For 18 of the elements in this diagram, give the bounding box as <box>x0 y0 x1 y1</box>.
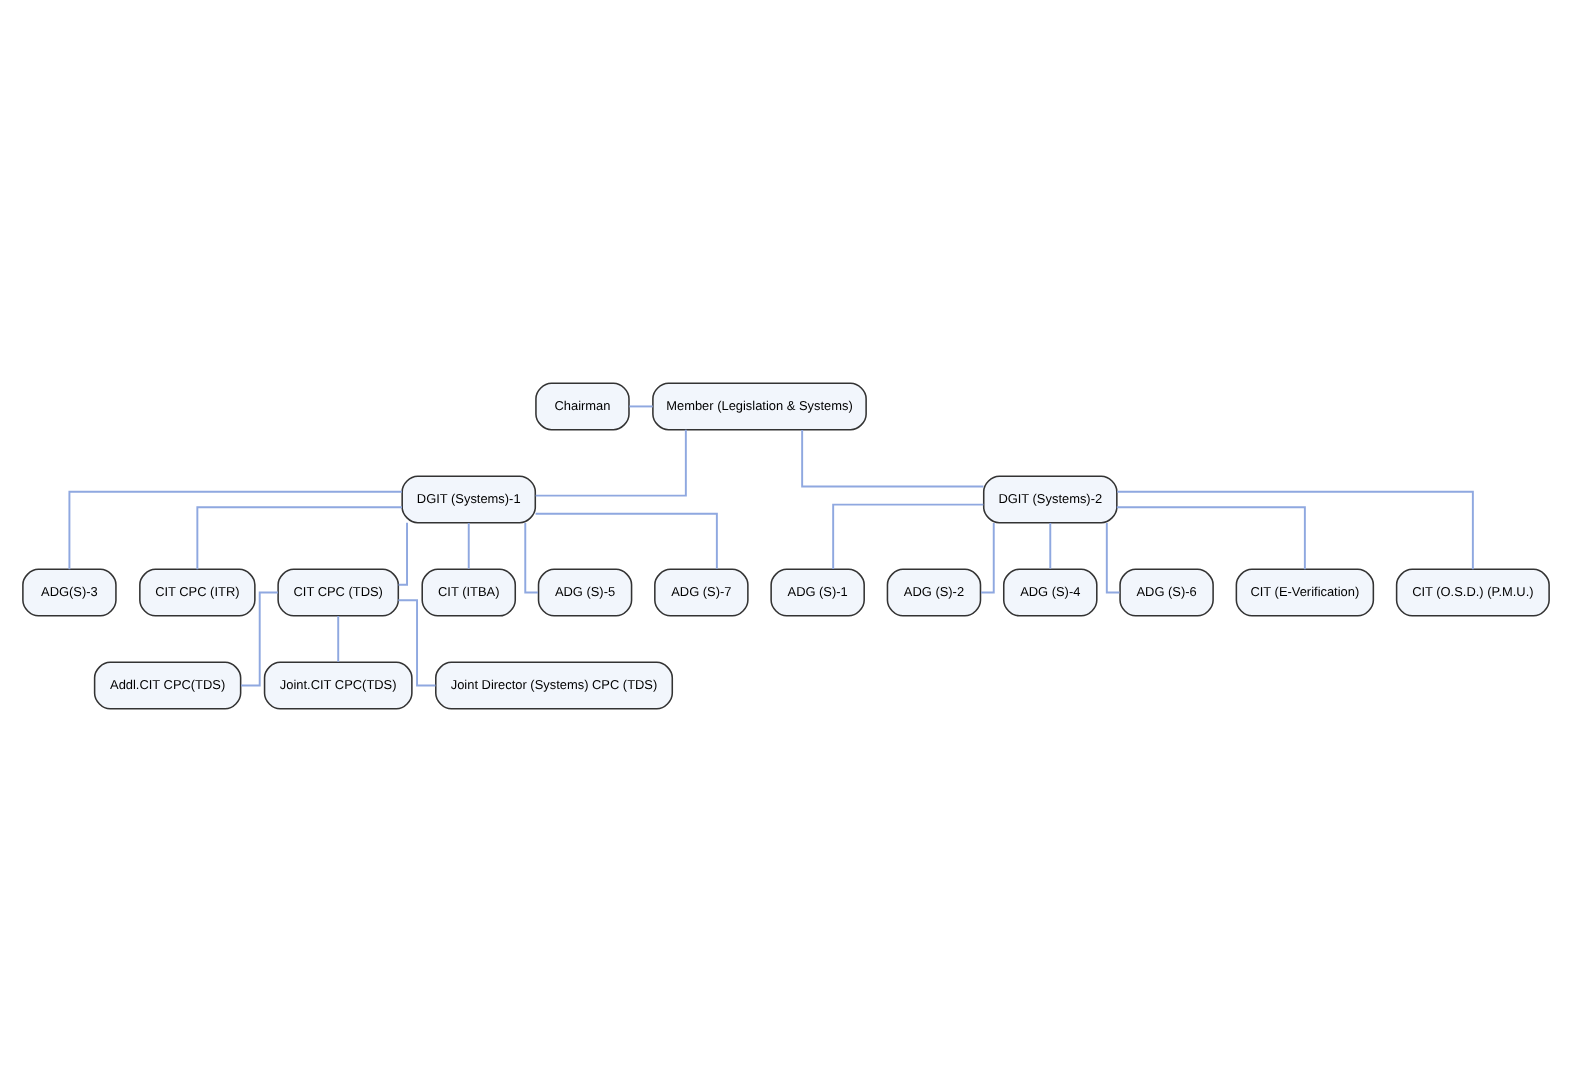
connector <box>397 520 408 585</box>
connector <box>534 427 687 496</box>
connector <box>240 590 279 686</box>
connector <box>534 511 718 569</box>
connector <box>68 489 403 570</box>
connector <box>524 521 539 593</box>
connector <box>801 428 985 487</box>
connector <box>628 404 654 407</box>
connector <box>397 598 437 686</box>
connector <box>1105 521 1121 593</box>
connector <box>196 505 403 570</box>
connector <box>467 521 470 569</box>
connector <box>832 502 985 569</box>
connector <box>980 521 995 593</box>
connector <box>1116 489 1474 570</box>
connector <box>1115 505 1306 570</box>
connector <box>1049 521 1052 569</box>
connector <box>337 614 340 662</box>
